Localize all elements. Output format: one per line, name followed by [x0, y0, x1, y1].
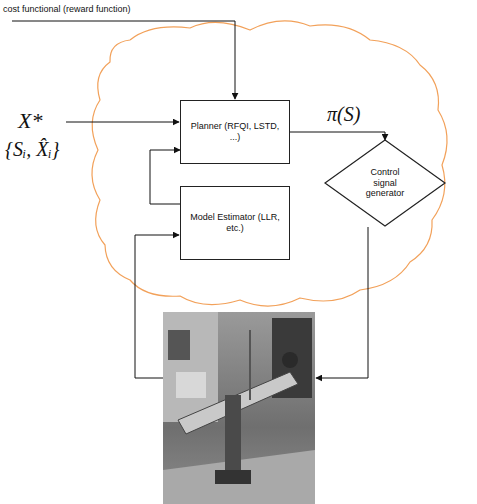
measurement-line: [135, 235, 179, 378]
robot-photo: [163, 312, 315, 504]
node-text: Planner (RFQI, LSTD, ...): [187, 121, 283, 143]
node-text: Control signal generator: [358, 167, 412, 199]
signal-label: {Sᵢ, X̂ᵢ}: [5, 138, 60, 161]
decision-diamond: Control signal generator: [325, 140, 445, 226]
edge-label: π(S): [325, 103, 362, 126]
connector-arrow: [150, 150, 180, 204]
process-box: Planner (RFQI, LSTD, ...): [180, 100, 290, 164]
reward-input-line: [12, 21, 235, 99]
process-box: Model Estimator (LLR, etc.): [180, 186, 290, 260]
control-line: [316, 227, 368, 378]
target-input-arrow: [66, 122, 179, 123]
node-text: Model Estimator (LLR, etc.): [187, 212, 283, 234]
input-label: cost functional (reward function): [3, 4, 131, 14]
signal-label: X*: [18, 108, 42, 134]
cloud-outline: [92, 21, 447, 306]
connector-arrow: [290, 132, 385, 140]
